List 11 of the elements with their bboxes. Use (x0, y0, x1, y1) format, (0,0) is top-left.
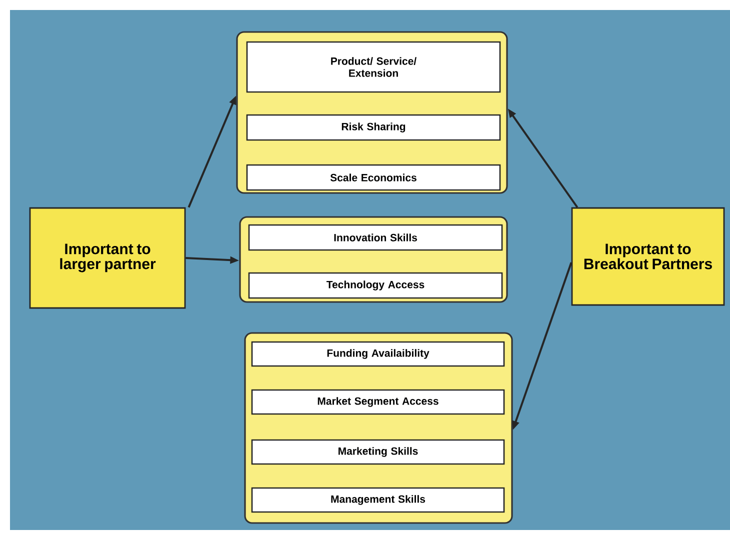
item-box: Technology Access (248, 272, 503, 299)
item-box: Funding Availaibility (251, 341, 505, 367)
label-box: Important to Breakout Partners (571, 207, 725, 306)
label-box: Important to larger partner (29, 207, 186, 309)
item-box: Management Skills (251, 487, 505, 513)
item-box: Marketing Skills (251, 439, 505, 465)
item-box: Scale Economics (246, 164, 501, 191)
item-box: Innovation Skills (248, 224, 503, 251)
item-box: Market Segment Access (251, 389, 505, 415)
item-box: Product/ Service/ Extension (246, 41, 501, 93)
item-box: Risk Sharing (246, 114, 501, 141)
